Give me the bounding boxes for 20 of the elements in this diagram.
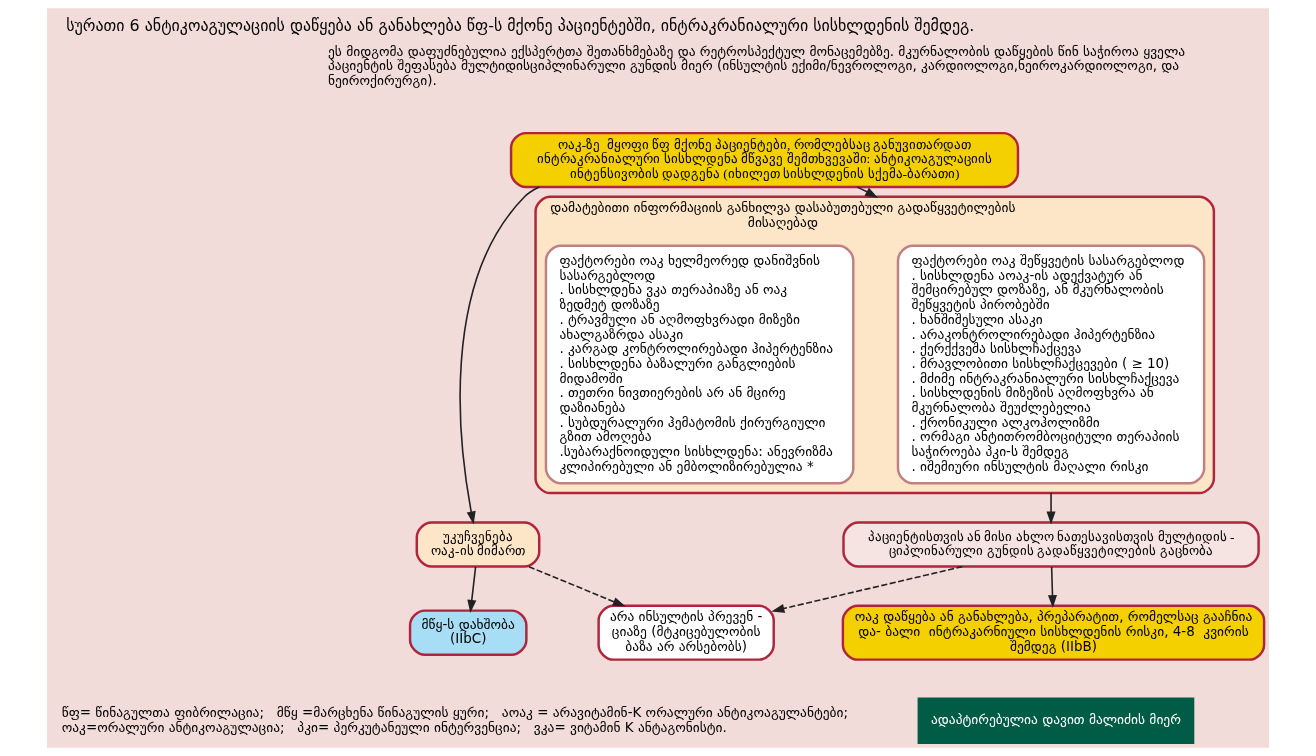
arrow	[528, 565, 626, 607]
label: ეს მიდგომა დაფუძნებულია ექსპერტთა შეთანხმებაზე და რეტროსპექტულ მონაცემებზე. მკურნალობის დაწყების წინ საჭიროა ყველა პაციენტის შეფასება მულტიდისციპლინარული გუნდის მიერ (ინსულტის ექიმი/ნევროლოგი, კარდიოლოგი,ნეიროკარდიოლოგი, და ნეიროქირურგი).	[328, 43, 1186, 89]
arrow	[856, 186, 879, 198]
node-box: მწყ-ს დახშობა (IIbC)	[408, 609, 528, 656]
arrow	[1046, 492, 1056, 525]
label: ოაკ=ორალური ანტიკოაგულაცია; პკი= პერკუტანეული ინტერვენცია; ვკა= ვიტამინ K ანტაგონისტი.	[61, 719, 727, 735]
node-box: ფაქტორები ოაკ შეწყვეტის სასარგებლოდ . სისხლდენა აოაკ-ის ადექვატურ ან შემცირებულ დოზაზე, ან მკურნალობის შეწყვეტის პირობებში . ხანშიშესული ასაკი . არაკონტროლირებადი ჰიპერტენზია . ქერქქვეშა სისხლჩაქცევა . მრავლობითი სისხლჩაქცევები ( ≥ 10) . მძიმე ინტრაკრანიალური სისხლჩაქცევა . სისხლდენის მიზეზის აღმოფხვრა ან მკურნალობა შეუძლებელია . ქრონიკული ალკოჰოლიზმი . ორმაგი ანტითრომბოციტული თერაპიის საჭიროება პკი-ს შემდეგ . იშემიური ინსულტის მაღალი რისკი	[896, 244, 1206, 485]
arrow	[771, 565, 964, 613]
arrow	[467, 566, 477, 613]
arrow	[1047, 566, 1057, 609]
label: წფ= წინაგულთა ფიბრილაცია; მწყ =მარცხენა წინაგულის ყური; აოაკ = არავიტამინ-K ორალური ანტიკოაგულანტები;	[61, 704, 849, 720]
node-box: ოაკ დაწყება ან განახლება, პრეპარატით, რომელსაც გააჩნია და- ბალი ინტრაკარნიული სისხლდენის რისკი, 4-8 კვირის შემდეგ (IIbB)	[841, 604, 1266, 661]
diagram-title: სურათი 6 ანტიკოაგულაციის დაწყება ან განახლება წფ-ს მქონე პაციენტებში, ინტრაკრანიალური სისხლდენის შემდეგ.	[66, 15, 975, 35]
node-box: უკუჩვენება ოაკ-ის მიმართ	[415, 521, 541, 568]
label: ადაპტირებულია დავით მალიძის მიერ	[930, 712, 1181, 728]
arrow	[459, 186, 540, 525]
node-box: არა ინსულტის პრევენ - ციაზე (მტკიცებულობის ბაზა არ არსებობს)	[597, 604, 775, 661]
node-box: პაციენტისთვის ან მისი ახლო ნათესავისთვის მულტიდის - ციპლინარული გუნდის გადაწყვეტილების გაცნობა	[842, 521, 1260, 568]
node-box: ფაქტორები ოაკ ხელმეორედ დანიშვნის სასარგებლოდ . სისხლდენა ვკა თერაპიაზე ან ოაკ ზედმეტ დოზაზე . ტრავმული ან აღმოფხვრადი მიზეზი ახალგაზრდა ასაკი . კარგად კონტროლირებადი ჰიპერტენზია . სისხლდენა ბაზალური განგლიების მიდამოში . თეთრი ნივთიერების არ ან მცირე დაზიანება . სუბდურალური ჰემატომის ქირურგიული გზით ამოღება .სუბარაქნოიდული სისხლდენა: ანევრიზმა კლიპირებული ან ემბოლიზირებულია *	[544, 244, 855, 485]
node-box: ოაკ-ზე მყოფი წფ მქონე პაციენტები, რომლებსაც განუვითარდათ ინტრაკრანიალური სისხლდენა მწვავე შემთხვევაში: ანტიკოაგულაციის ინტენსივობის დადგენა (იხილეთ სისხლდენის სქემა-ბარათი)	[509, 131, 1020, 189]
